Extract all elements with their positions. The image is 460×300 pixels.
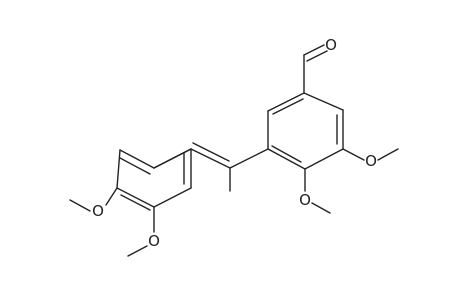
methoxy-group-4: O [299,168,331,214]
bond-methoxy-left-para-o [105,187,118,206]
bond-ring-l-2 [116,149,121,189]
bond-methoxy-3-ch3 [377,148,399,161]
bond-ring-r-4 [267,148,306,170]
bond-ring-l-6 [153,148,192,169]
bond-methoxy-3-o [342,148,365,161]
bond-aldehyde-double-1 [303,44,325,56]
bond-aldehyde-double-2 [306,50,328,62]
methoxy-left-meta-oxygen-label: O [148,232,160,250]
bond-ring-r-6-inner [272,98,304,115]
methoxy-group-3: O [342,148,399,170]
bond-ring-l-3-inner [120,194,151,211]
aldehyde-group: O [303,36,337,94]
bond-ring-r-1 [303,92,344,111]
bond-linker-double-1 [190,148,231,169]
methoxy-group-left-meta: O [127,206,160,257]
bond-methoxy-left-para-ch3 [69,199,91,212]
bond-ring-l-3 [116,187,155,208]
bond-linker-double-2 [192,142,230,162]
bond-ring-l-4 [153,187,192,208]
bond-ring-l-1 [119,149,155,169]
bond-linker-ring [229,148,269,169]
bond-ring-l-1-inner [119,157,151,175]
methoxy-4-oxygen-label: O [299,191,311,209]
bond-ring-r-4-inner [271,145,302,163]
methoxy-left-para-oxygen-label: O [92,202,104,220]
left-benzene-ring [116,148,192,211]
bond-methoxy-left-meta-ch3 [127,245,148,257]
aldehyde-oxygen-label: O [325,36,337,54]
bond-methoxy-4-ch3 [311,202,331,214]
propenyl-linker [153,142,269,192]
methoxy-3-oxygen-label: O [365,152,377,170]
right-benzene-ring [267,92,344,170]
bond-ring-r-6 [267,92,305,112]
bond-ring-r-3 [304,148,344,170]
methoxy-group-left-para: O [69,187,118,220]
